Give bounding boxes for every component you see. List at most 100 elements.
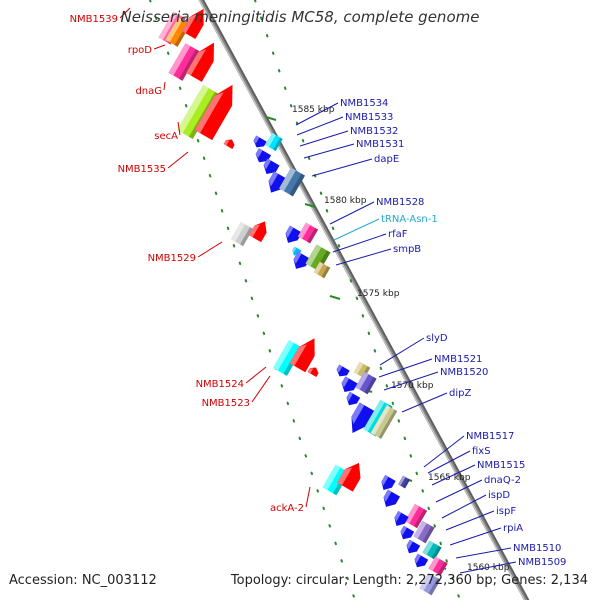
leader-line (423, 435, 465, 468)
left-gene-block (181, 9, 204, 39)
gene-highlight (265, 132, 276, 148)
gene-body (413, 520, 435, 544)
gene-highlight (355, 371, 369, 390)
leader-line (153, 44, 166, 50)
leader-line (332, 233, 387, 253)
leader-line (435, 479, 483, 503)
gene-label-dnaq-2: dnaQ-2 (484, 475, 521, 486)
gene-label-dnag: dnaG (135, 86, 162, 97)
gene-label-slyd: slyD (426, 333, 448, 344)
gene-label-nmb1523: NMB1523 (202, 398, 250, 409)
right-gene-block (414, 553, 429, 568)
gene-shade (414, 509, 428, 529)
leader-line (401, 392, 448, 413)
gene-label-nmb1539: NMB1539 (70, 14, 118, 25)
leader-line (449, 527, 502, 546)
gene-body (404, 503, 428, 529)
gene-label-ispd: ispD (488, 490, 510, 501)
gene-highlight (336, 364, 343, 373)
gene-label-nmb1534: NMB1534 (340, 98, 388, 109)
gene-highlight (419, 572, 433, 591)
gene-highlight (322, 464, 341, 491)
gene-highlight (414, 553, 421, 564)
left-gene-block (223, 139, 235, 149)
gene-highlight (394, 510, 402, 522)
gene-highlight (289, 344, 307, 366)
scale-tick (304, 203, 316, 208)
gene-body (305, 244, 331, 272)
gene-highlight (337, 467, 353, 486)
right-gene-block (341, 376, 358, 393)
gene-body (279, 167, 305, 197)
gene-highlight (313, 261, 324, 275)
right-gene-block (265, 132, 283, 152)
leader-line (167, 151, 189, 169)
right-gene-block (313, 261, 331, 279)
gene-highlight (248, 224, 260, 238)
leader-line (295, 102, 339, 126)
leader-line (177, 121, 181, 136)
gene-highlight (400, 525, 407, 536)
left-gene-block (194, 84, 233, 141)
right-gene-block (404, 503, 428, 529)
right-gene-block (406, 539, 421, 554)
accession-label: Accession: NC_003112 (9, 573, 157, 588)
right-gene-block (293, 251, 311, 269)
gene-body (194, 84, 233, 141)
gene-highlight (263, 158, 272, 170)
leader-line (383, 371, 439, 391)
gene-label-rfaf: rfaF (388, 229, 408, 240)
gene-body (165, 17, 191, 47)
gene-highlight (383, 489, 392, 502)
gene-body (289, 338, 315, 373)
gene-label-rpia: rpiA (503, 523, 523, 534)
scale-label: 1575 kbp (357, 289, 400, 299)
right-gene-block (413, 520, 435, 544)
gene-label-acka-2: ackA-2 (270, 503, 304, 514)
gene-shade (431, 545, 442, 560)
left-gene-block (307, 367, 319, 377)
gene-highlight (404, 503, 420, 524)
right-gene-block (419, 572, 441, 596)
gene-highlight (297, 222, 311, 239)
left-gene-block (168, 43, 200, 81)
backbone (198, 0, 530, 604)
gene-label-nmb1533: NMB1533 (345, 112, 393, 123)
left-gene-block (230, 221, 254, 247)
right-gene-block (381, 474, 396, 491)
gene-highlight (230, 221, 246, 242)
gene-highlight (279, 167, 296, 192)
leader-line (311, 158, 373, 177)
gene-highlight (273, 340, 294, 371)
gene-label-nmb1520: NMB1520 (440, 367, 488, 378)
gene-body (398, 475, 410, 489)
gene-body (322, 464, 350, 496)
topology-label: Topology: circular; Length: 2,272,360 bp… (230, 573, 588, 588)
gene-highlight (177, 84, 209, 134)
gene-highlight (307, 368, 314, 374)
leader-line (431, 464, 476, 486)
right-gene-block (394, 510, 409, 527)
gene-highlight (165, 17, 183, 43)
leader-line (379, 337, 425, 366)
gene-highlight (413, 520, 427, 539)
gene-label-nmb1524: NMB1524 (196, 379, 244, 390)
gene-label-nmb1531: NMB1531 (356, 139, 404, 150)
genome-title: Neisseria meningitidis MC58, complete ge… (120, 8, 480, 26)
leader-line (445, 510, 495, 531)
gene-body (419, 572, 441, 596)
gene-label-nmb1535: NMB1535 (118, 164, 166, 175)
gene-highlight (346, 391, 353, 402)
gene-label-nmb1510: NMB1510 (513, 543, 561, 554)
gene-shade (428, 577, 441, 596)
right-gene-block (383, 489, 401, 507)
gene-label-nmb1532: NMB1532 (350, 126, 398, 137)
gene-shade (240, 227, 254, 247)
gene-highlight (181, 14, 197, 34)
gene-shade (422, 525, 435, 544)
gene-shade (273, 137, 283, 152)
backbone-highlight (198, 0, 528, 604)
scale-tick (329, 295, 341, 300)
